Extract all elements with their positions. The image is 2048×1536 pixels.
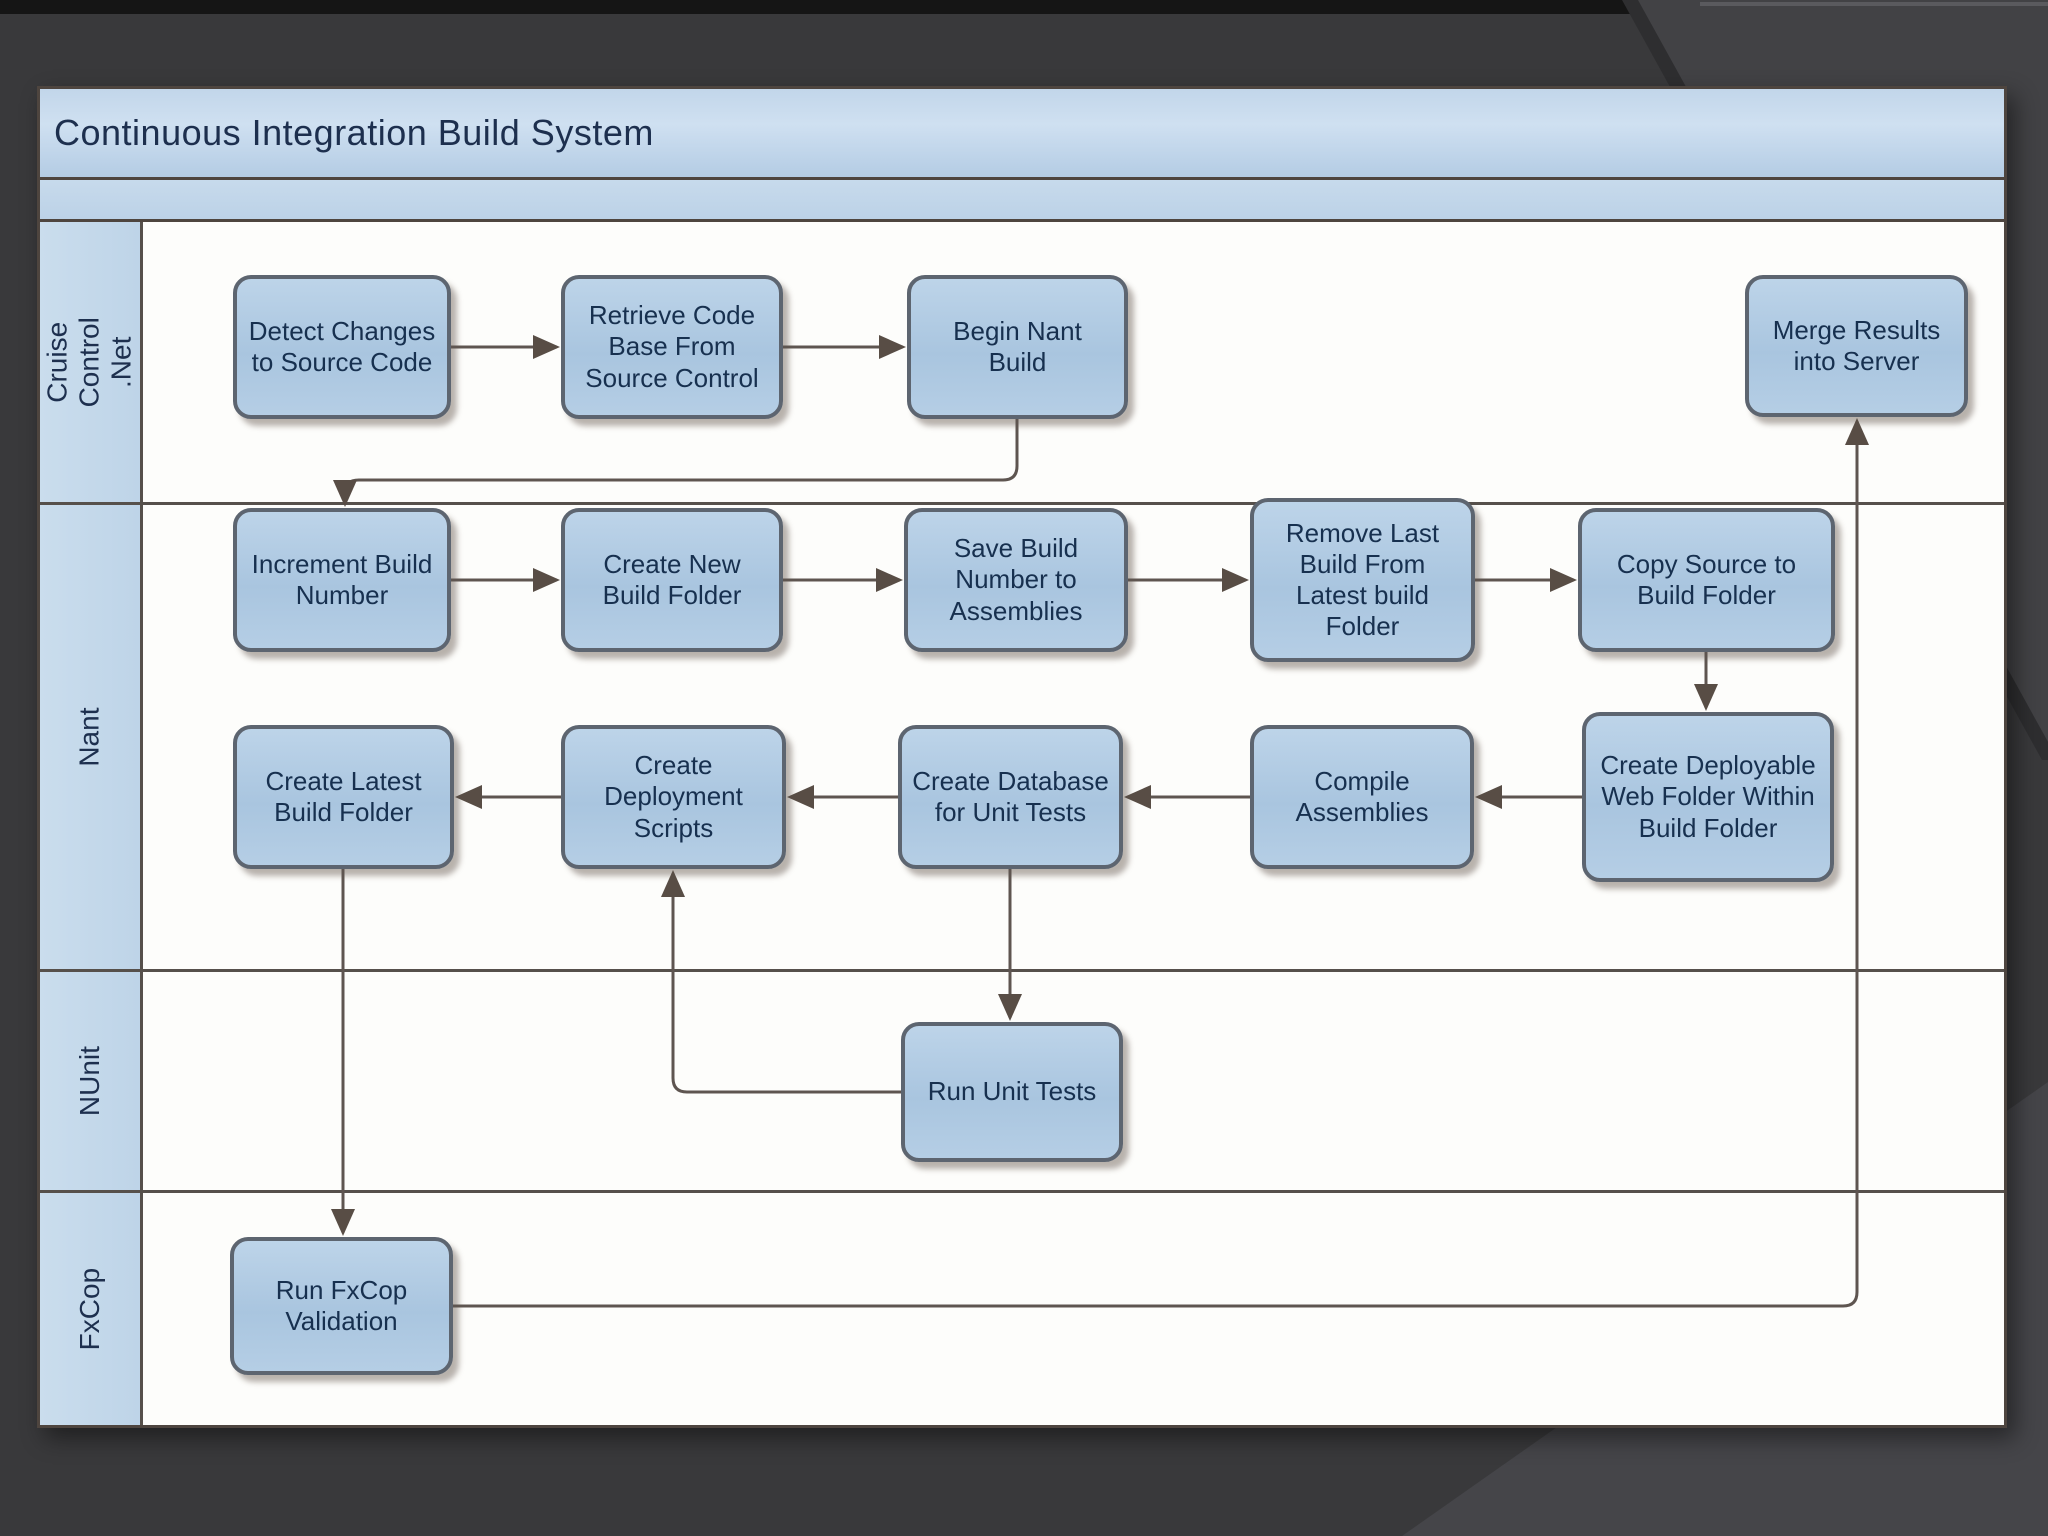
node-compile-assemblies: Compile Assemblies: [1250, 725, 1474, 869]
background-highlight-line: [1700, 2, 2048, 6]
node-merge-results: Merge Results into Server: [1745, 275, 1968, 417]
node-create-new-folder: Create New Build Folder: [561, 508, 783, 652]
node-save-build-number: Save Build Number to Assemblies: [904, 508, 1128, 652]
node-create-deployable: Create Deployable Web Folder Within Buil…: [1582, 712, 1834, 882]
header-band: [40, 180, 2004, 222]
lane-label-text-fxcop: FxCop: [73, 1267, 105, 1351]
lane-label-text-nunit: NUnit: [73, 1045, 105, 1117]
lane-label-fxcop: FxCop: [40, 1193, 143, 1425]
node-create-latest: Create Latest Build Folder: [233, 725, 454, 869]
background-top-strip: [0, 0, 2048, 14]
node-increment-build: Increment Build Number: [233, 508, 451, 652]
node-run-unit-tests: Run Unit Tests: [901, 1022, 1123, 1162]
node-retrieve-code: Retrieve Code Base From Source Control: [561, 275, 783, 419]
node-begin-nant-build: Begin Nant Build: [907, 275, 1128, 419]
node-remove-last-build: Remove Last Build From Latest build Fold…: [1250, 498, 1475, 662]
diagram-title-bar: Continuous Integration Build System: [40, 89, 2004, 180]
lane-label-nunit: NUnit: [40, 972, 143, 1190]
node-copy-source: Copy Source to Build Folder: [1578, 508, 1835, 652]
node-run-fxcop: Run FxCop Validation: [230, 1237, 453, 1375]
node-create-database: Create Database for Unit Tests: [898, 725, 1123, 869]
lane-label-text-nant: Nant: [73, 707, 105, 767]
node-create-deployment: Create Deployment Scripts: [561, 725, 786, 869]
lane-label-text-cruise: Cruise Control .Net: [41, 316, 138, 408]
diagram-title: Continuous Integration Build System: [54, 112, 654, 153]
node-detect-changes: Detect Changes to Source Code: [233, 275, 451, 419]
lane-label-nant: Nant: [40, 505, 143, 969]
lane-label-cruise: Cruise Control .Net: [40, 222, 143, 502]
